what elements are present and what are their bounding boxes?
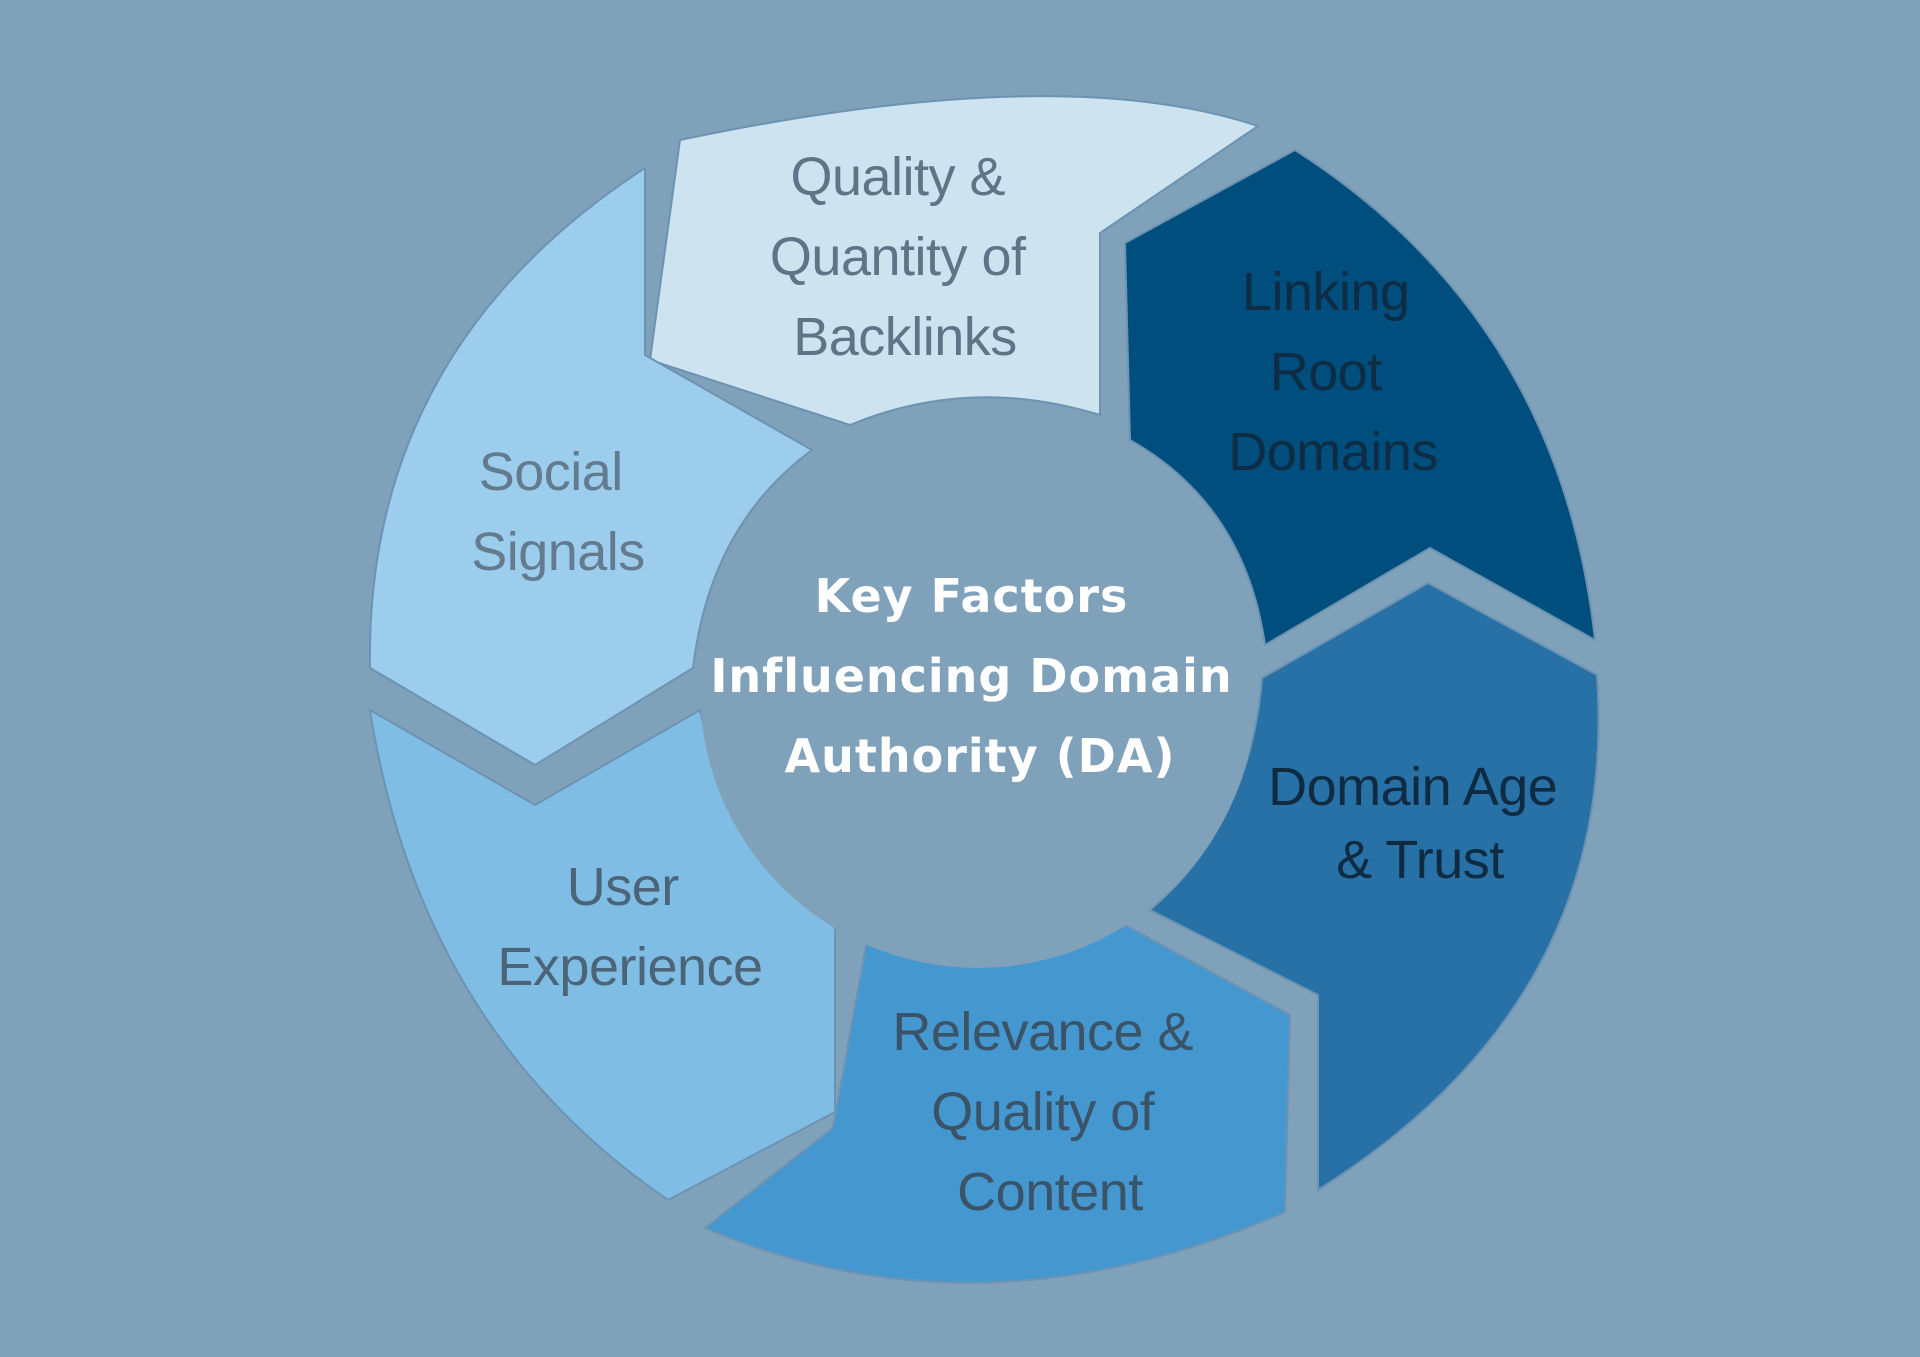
segment-backlinks-shape — [648, 95, 1261, 427]
segment-backlinks-label: Quality & Quantity of Backlinks — [770, 147, 1040, 367]
segment-domain-age: Domain Age & Trust — [1148, 581, 1600, 1192]
segment-root-domains-shape — [1123, 148, 1597, 647]
segment-domain-age-label: Domain Age & Trust — [1268, 757, 1572, 890]
segment-backlinks: Quality & Quantity of Backlinks — [648, 95, 1261, 427]
segment-user-exp-label: User Experience — [497, 857, 762, 997]
center-circle — [700, 412, 1256, 968]
center-title: Key Factors Influencing Domain Authority… — [710, 569, 1249, 783]
segment-relevance: Relevance & Quality of Content — [703, 923, 1292, 1284]
segment-social: Social Signals — [368, 166, 814, 767]
segment-root-domains: Linking Root Domains — [1123, 148, 1597, 647]
segment-social-shape — [368, 166, 814, 767]
segment-social-label: Social Signals — [471, 442, 645, 582]
segment-relevance-label: Relevance & Quality of Content — [892, 1002, 1207, 1222]
segment-root-domains-label: Linking Root Domains — [1228, 262, 1438, 482]
center-hub: Key Factors Influencing Domain Authority… — [700, 412, 1256, 968]
